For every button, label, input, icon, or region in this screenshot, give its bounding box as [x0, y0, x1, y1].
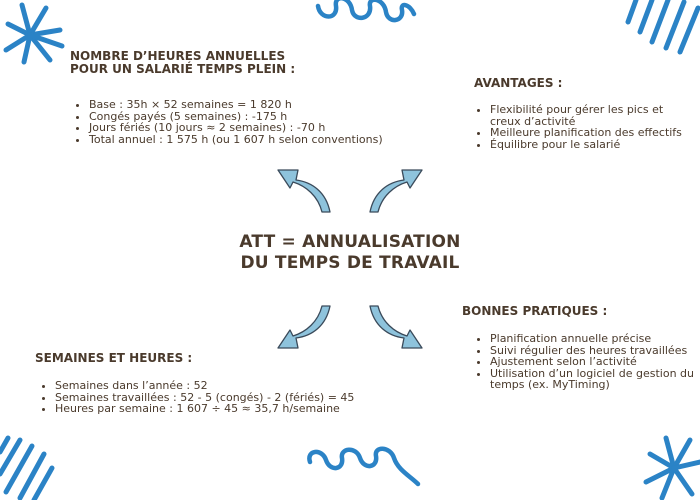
starburst-bottom-right-icon [643, 435, 700, 500]
annual-hours-heading-line2: POUR UN SALARIÉ TEMPS PLEIN : [70, 62, 296, 76]
list-item: Base : 35h × 52 semaines = 1 820 h [89, 99, 450, 111]
list-item: Semaines dans l’année : 52 [55, 380, 435, 392]
list-item: Meilleure planification des effectifs [490, 127, 694, 139]
arrow-up-right-icon [369, 169, 423, 213]
squiggle-bottom-icon [307, 446, 421, 487]
arrow-up-left-icon [277, 169, 331, 213]
list-item: Suivi régulier des heures travaillées [490, 344, 694, 357]
central-title-line2: DU TEMPS DE TRAVAIL [240, 253, 460, 273]
best-practices-section: BONNES PRATIQUES : Planification annuell… [462, 305, 694, 391]
arrow-down-right-icon [369, 305, 423, 349]
advantages-heading: AVANTAGES : [474, 76, 563, 90]
list-item: Utilisation d’un logiciel de gestion du … [490, 367, 694, 391]
list-item: Flexibilité pour gérer les pics et creux… [490, 104, 694, 127]
weeks-hours-section: SEMAINES ET HEURES : Semaines dans l’ann… [35, 352, 435, 415]
diagonal-lines-bottom-left-icon [0, 435, 55, 500]
arrow-down-left-icon [277, 305, 331, 349]
weeks-hours-list: Semaines dans l’année : 52 Semaines trav… [35, 380, 435, 415]
weeks-hours-heading: SEMAINES ET HEURES : [35, 351, 193, 365]
central-title-line1: ATT = ANNUALISATION [239, 232, 461, 252]
annual-hours-list: Base : 35h × 52 semaines = 1 820 h Congé… [70, 99, 450, 145]
annual-hours-heading-line1: NOMBRE D’HEURES ANNUELLES [70, 49, 286, 63]
list-item: Semaines travaillées : 52 - 5 (congés) -… [55, 391, 435, 404]
best-practices-list: Planification annuelle précise Suivi rég… [462, 333, 694, 391]
diagonal-lines-top-right-icon [625, 0, 700, 55]
list-item: Équilibre pour le salarié [490, 138, 694, 151]
list-item: Congés payés (5 semaines) : -175 h [89, 110, 450, 123]
central-title: ATT = ANNUALISATION DU TEMPS DE TRAVAIL [200, 232, 500, 274]
best-practices-heading: BONNES PRATIQUES : [462, 304, 608, 318]
annual-hours-section: NOMBRE D’HEURES ANNUELLES POUR UN SALARI… [70, 50, 450, 145]
list-item: Planification annuelle précise [490, 333, 694, 345]
advantages-section: AVANTAGES : Flexibilité pour gérer les p… [474, 77, 694, 150]
list-item: Ajustement selon l’activité [490, 356, 694, 368]
list-item: Jours fériés (10 jours ≈ 2 semaines) : -… [89, 122, 450, 134]
list-item: Total annuel : 1 575 h (ou 1 607 h selon… [89, 133, 450, 146]
list-item: Heures par semaine : 1 607 ÷ 45 ≈ 35,7 h… [55, 403, 435, 415]
starburst-top-left-icon [3, 2, 65, 65]
annual-hours-heading: NOMBRE D’HEURES ANNUELLES POUR UN SALARI… [70, 50, 450, 76]
advantages-list: Flexibilité pour gérer les pics et creux… [474, 104, 694, 150]
squiggle-top-icon [315, 0, 417, 23]
